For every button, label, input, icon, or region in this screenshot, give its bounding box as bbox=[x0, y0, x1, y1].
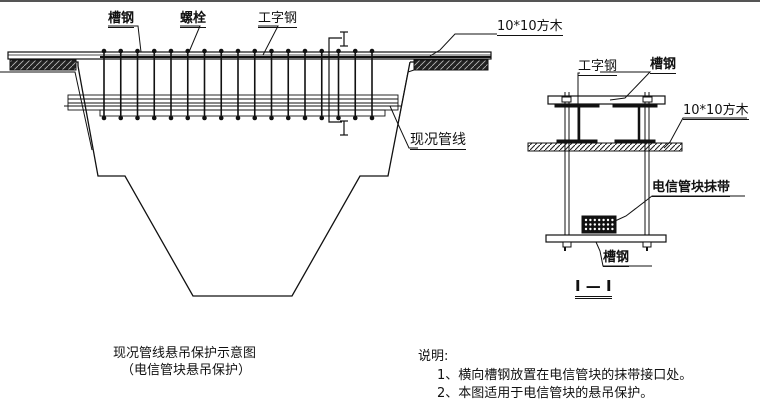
top-channel-steel bbox=[7, 51, 492, 60]
bolt-row bbox=[101, 48, 375, 121]
section-title: I — I bbox=[575, 279, 612, 299]
bolt bbox=[202, 48, 207, 121]
label-section-timber: 10*10方木 bbox=[683, 103, 749, 120]
duct-hole bbox=[602, 223, 605, 226]
duct-hole bbox=[593, 227, 596, 231]
duct-hole bbox=[593, 223, 596, 226]
duct-hole bbox=[598, 218, 601, 222]
bolt bbox=[101, 48, 107, 121]
drawing-frame-border bbox=[0, 0, 760, 2]
timber-block-left bbox=[9, 59, 77, 71]
main-view-leaders bbox=[0, 25, 497, 151]
duct-hole bbox=[602, 218, 605, 222]
duct-hole bbox=[606, 218, 610, 222]
bolt bbox=[252, 48, 258, 121]
duct-band-holes bbox=[584, 218, 614, 231]
bolt bbox=[285, 48, 291, 121]
duct-hole bbox=[589, 223, 592, 226]
label-section-channel-top: 槽钢 bbox=[650, 57, 677, 74]
duct-hole bbox=[593, 218, 596, 222]
bolt bbox=[168, 48, 174, 121]
existing-pipeline-bundle bbox=[64, 94, 402, 117]
label-timber: 10*10方木 bbox=[497, 19, 563, 36]
note-item-1: 1、横向槽钢放置在电信管块的抹带接口处。 bbox=[437, 368, 693, 383]
bolt bbox=[336, 48, 341, 121]
section-view bbox=[527, 92, 683, 251]
label-section-i-beam: 工字钢 bbox=[578, 59, 618, 76]
drawing-caption-subtitle: （电信管块悬吊保护） bbox=[121, 363, 252, 378]
label-existing-pipeline: 现况管线 bbox=[410, 132, 466, 150]
bolt bbox=[218, 48, 224, 121]
duct-hole bbox=[598, 227, 601, 231]
duct-hole bbox=[611, 223, 614, 226]
trench-outline bbox=[10, 61, 488, 297]
bolt bbox=[151, 48, 157, 121]
bolt bbox=[269, 48, 274, 121]
duct-hole bbox=[589, 218, 592, 222]
label-bolt: 螺栓 bbox=[180, 11, 207, 28]
label-duct-band: 电信管块抹带 bbox=[652, 180, 731, 197]
duct-hole bbox=[611, 218, 614, 222]
bolt bbox=[369, 48, 375, 121]
notes-heading: 说明: bbox=[418, 349, 449, 364]
bolt bbox=[352, 48, 358, 121]
label-channel-steel: 槽钢 bbox=[108, 11, 135, 28]
bolt bbox=[319, 48, 325, 121]
label-section-channel-bottom: 槽钢 bbox=[603, 250, 630, 267]
bolt bbox=[118, 48, 124, 121]
bolt bbox=[302, 48, 308, 121]
duct-hole bbox=[584, 227, 588, 231]
duct-hole bbox=[611, 227, 614, 231]
bolt bbox=[135, 48, 140, 121]
duct-hole bbox=[606, 223, 610, 226]
duct-hole bbox=[589, 227, 592, 231]
label-i-beam: 工字钢 bbox=[258, 11, 298, 28]
drawing-caption-title: 现况管线悬吊保护示意图 bbox=[113, 346, 257, 361]
bolt bbox=[185, 48, 191, 121]
note-item-2: 2、本图适用于电信管块的悬吊保护。 bbox=[437, 386, 654, 401]
duct-hole bbox=[602, 227, 605, 231]
duct-hole bbox=[606, 227, 610, 231]
timber-block-right bbox=[413, 59, 489, 71]
section-cut-marker bbox=[328, 31, 348, 136]
duct-hole bbox=[584, 218, 588, 222]
duct-hole bbox=[584, 223, 588, 226]
bolt bbox=[235, 48, 241, 121]
duct-hole bbox=[598, 223, 601, 226]
